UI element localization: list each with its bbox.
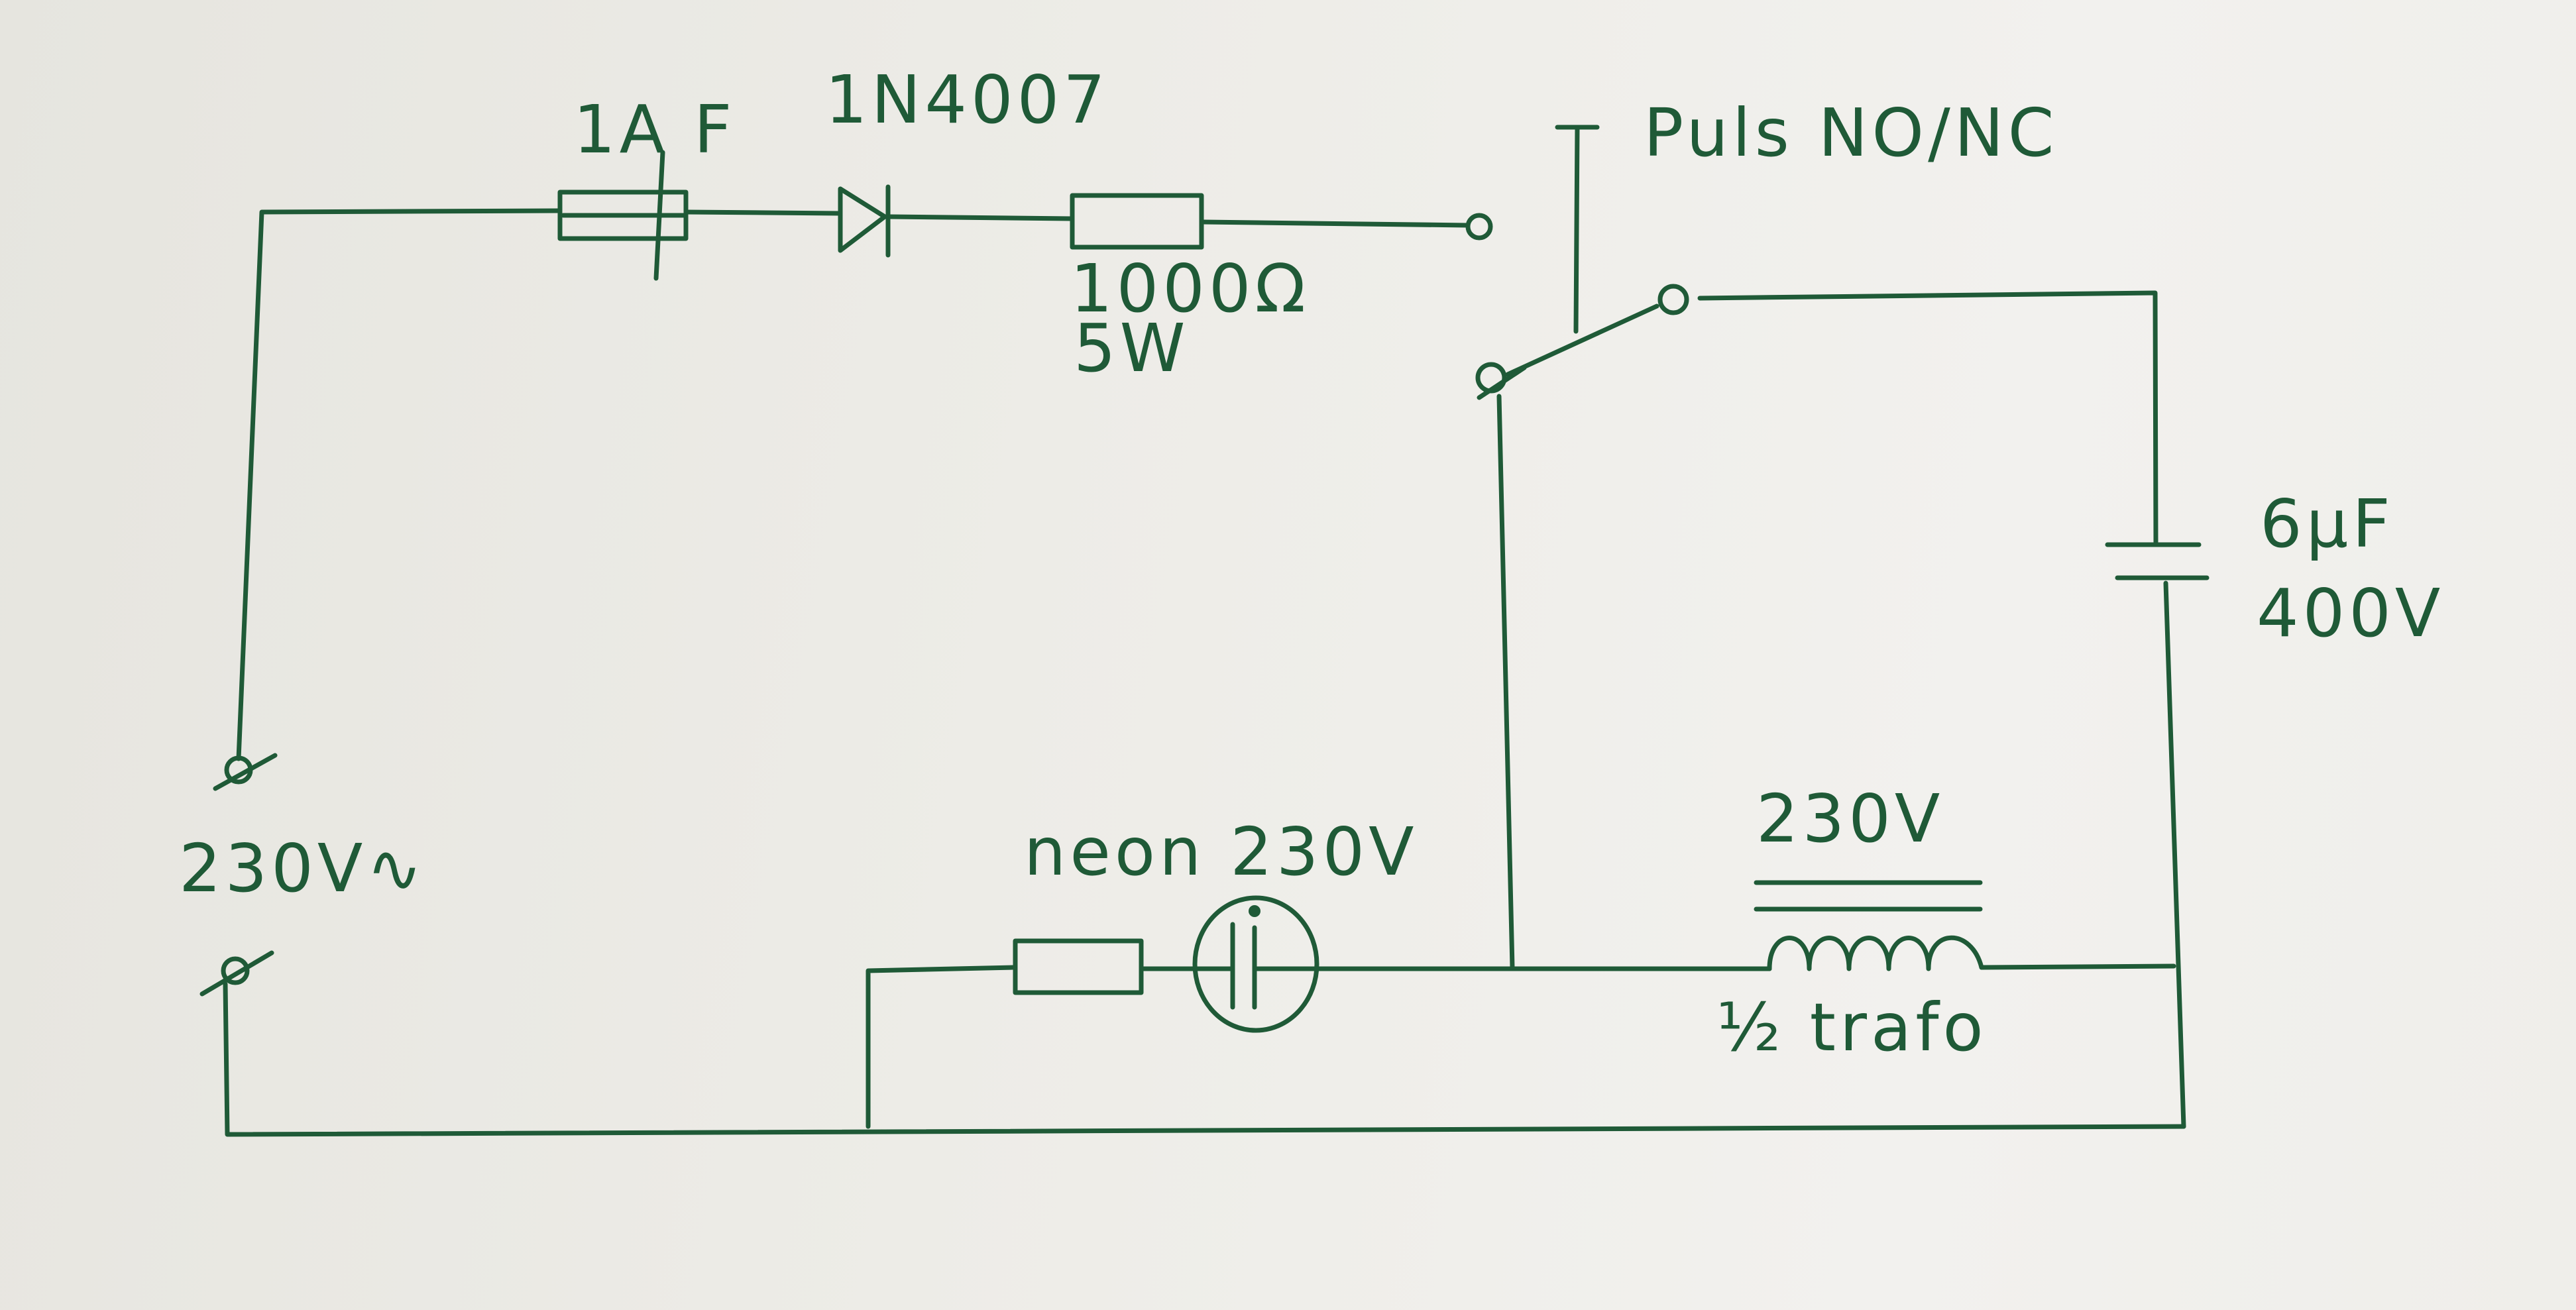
wire-resistor-terminal [1200, 219, 1471, 228]
transformer-symbol [1754, 880, 1984, 971]
switch-symbol [1465, 125, 1689, 400]
resistor-power-label: 5W [1074, 309, 1190, 387]
mains-terminal-bottom [221, 956, 250, 985]
neon-label: neon 230V [1024, 813, 1418, 891]
resistor-value-label: 1000Ω [1070, 250, 1310, 327]
wire-switch-capacitor [1697, 290, 2158, 545]
wire-fuse-diode [683, 209, 843, 216]
diode-label: 1N4007 [825, 61, 1109, 138]
fuse-label: 1A F [573, 91, 736, 168]
terminal-input [1465, 213, 1493, 241]
wires [223, 208, 2186, 1137]
wire-bottom [223, 981, 2186, 1137]
neon-resistor-symbol [1013, 938, 1144, 995]
wire-capacitor-bottom [2163, 580, 2186, 1129]
switch-contact-right [1657, 284, 1689, 315]
diode-symbol [838, 184, 891, 258]
wire-neon-branch [866, 965, 1015, 1129]
wire-left-top [236, 208, 563, 761]
capacitor-value-label: 6µF [2260, 485, 2394, 563]
fuse-symbol [557, 150, 689, 281]
resistor-symbol [1070, 193, 1204, 250]
switch-label: Puls NO/NC [1644, 94, 2058, 172]
capacitor-symbol [2105, 542, 2210, 580]
mains-label: 230V∿ [179, 830, 426, 907]
wire-diode-resistor [885, 214, 1075, 221]
transformer-name-label: ½ trafo [1716, 989, 1988, 1066]
capacitor-voltage-label: 400V [2257, 574, 2444, 652]
neon-lamp-symbol [1190, 895, 1320, 1033]
wire-trafo-right [1979, 963, 2176, 970]
wire-switch-down [1496, 394, 1515, 970]
transformer-voltage-label: 230V [1756, 780, 1944, 857]
mains-terminals [199, 753, 278, 997]
